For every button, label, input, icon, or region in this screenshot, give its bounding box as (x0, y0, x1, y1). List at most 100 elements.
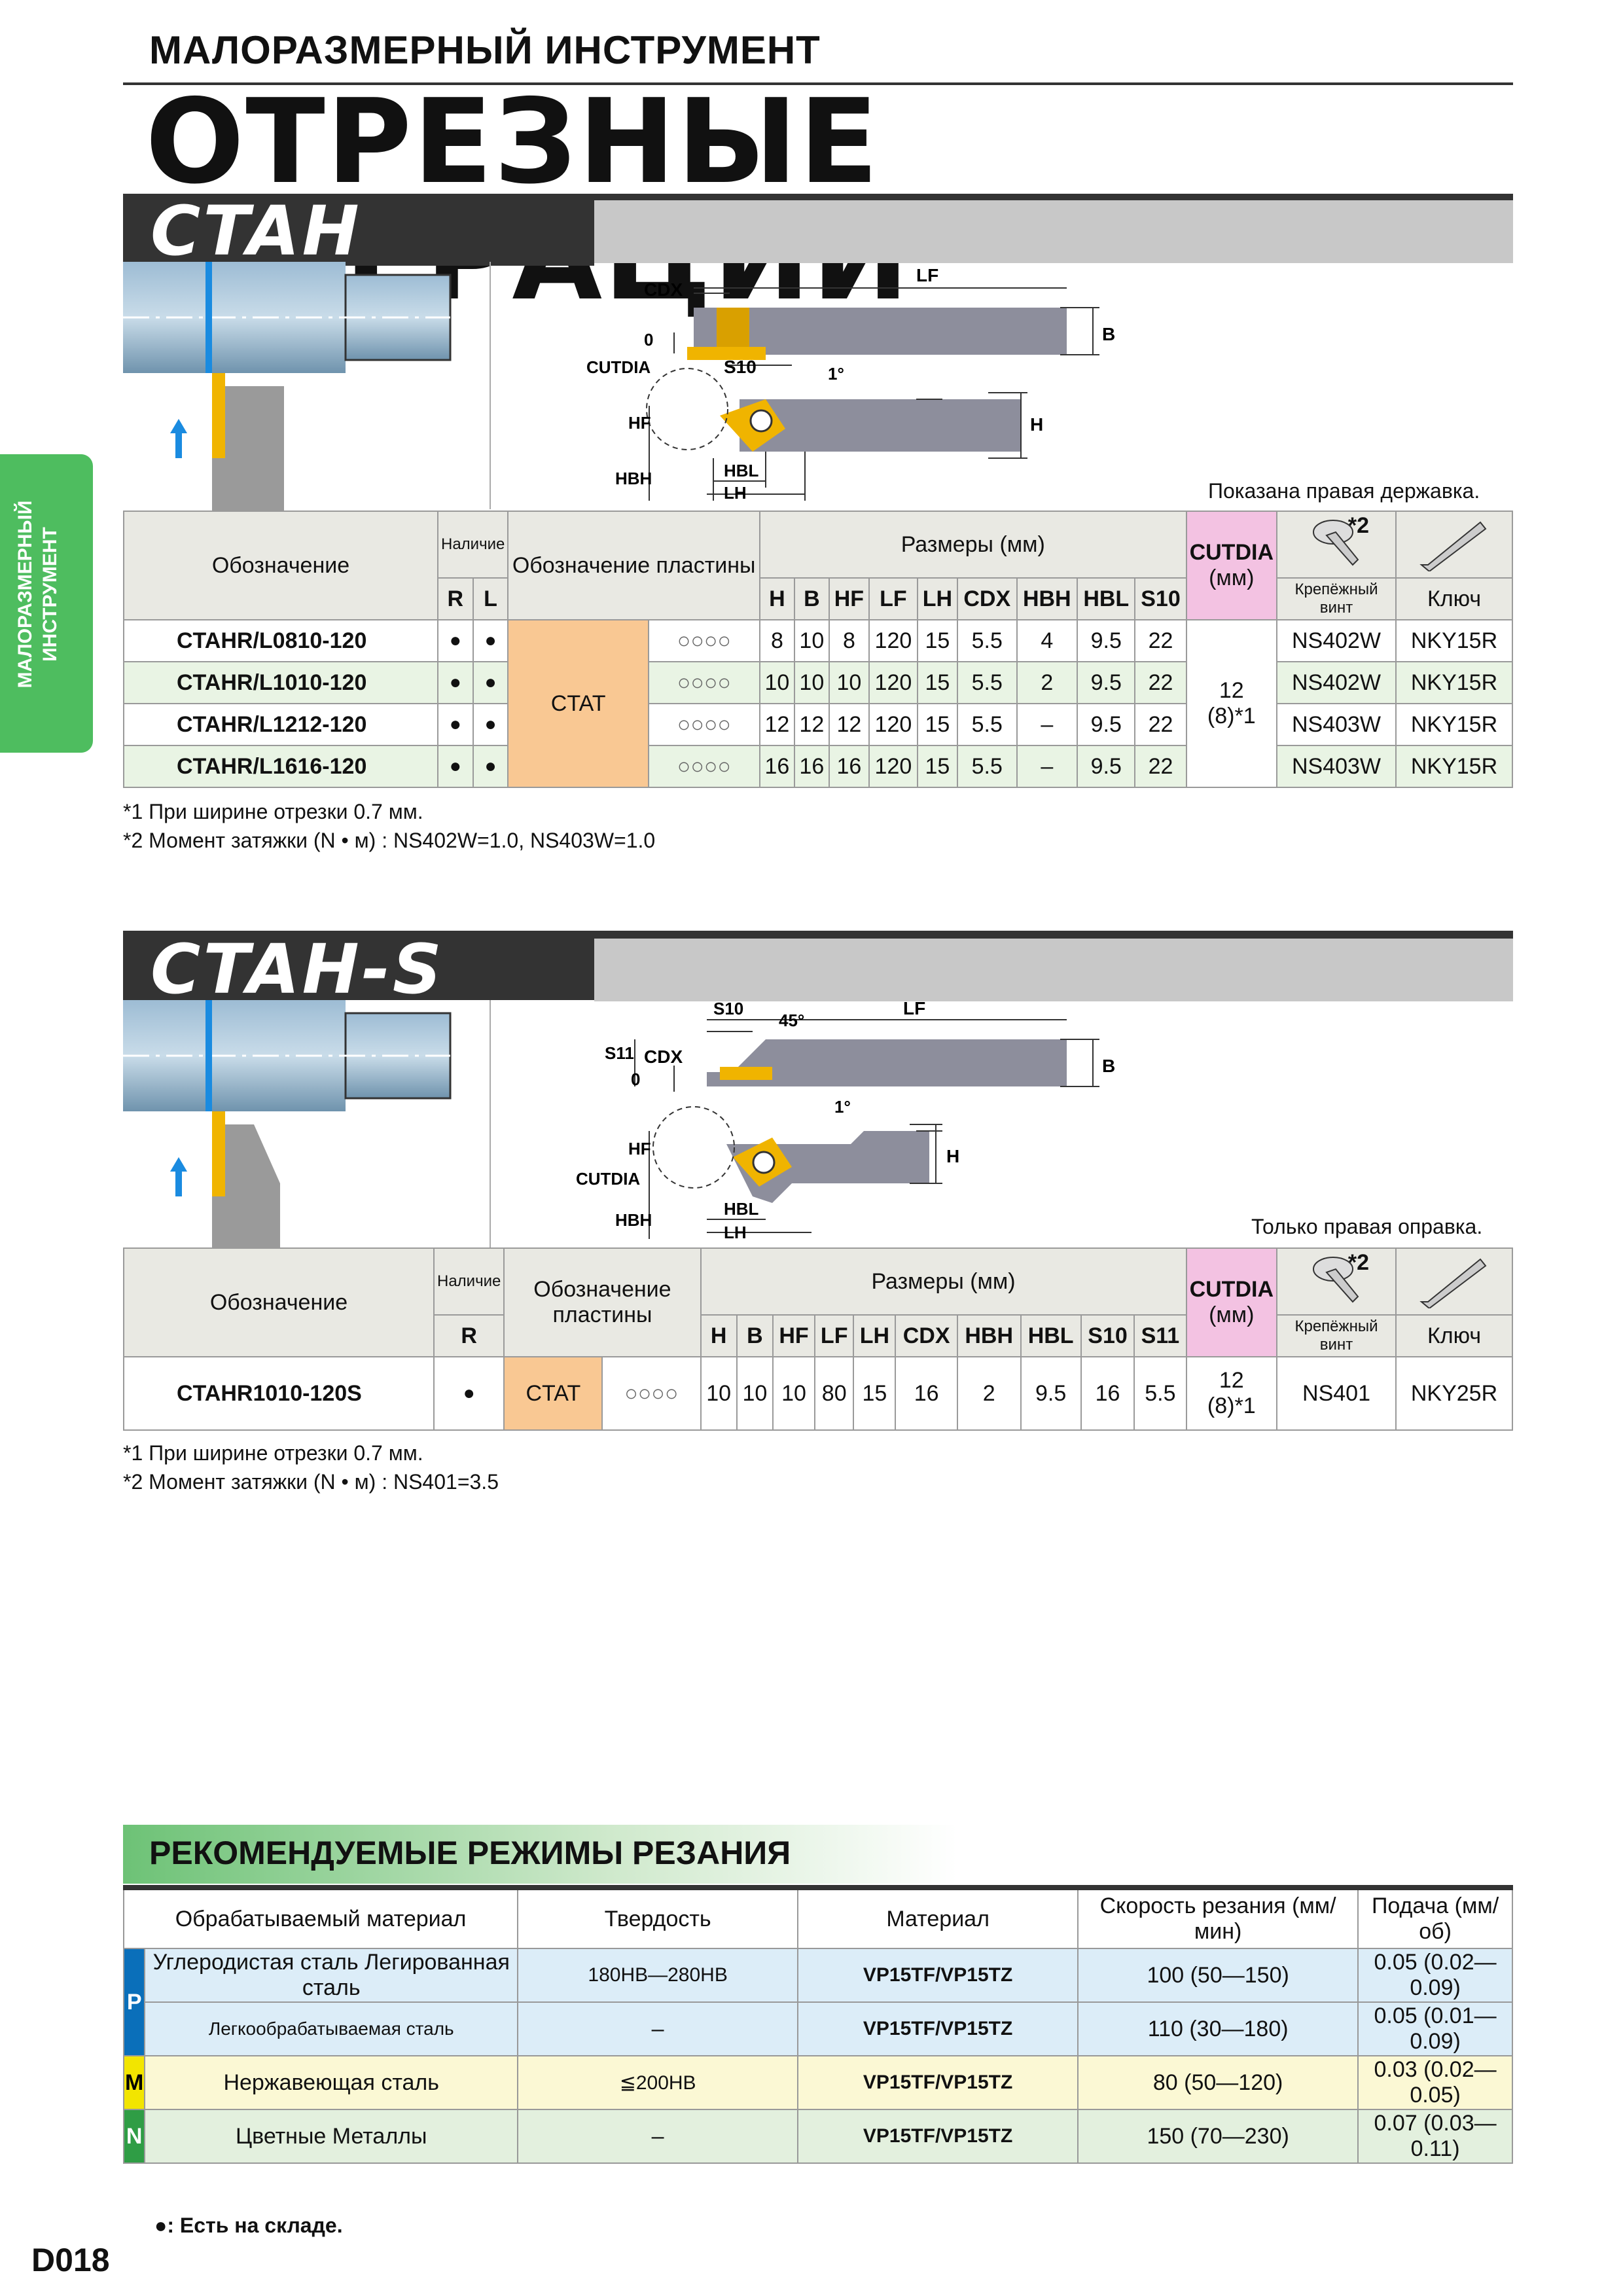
stock-legend: ●: Есть на складе. (154, 2214, 343, 2237)
ctah-footnote-1: *1 При ширине отрезки 0.7 мм. (123, 800, 423, 823)
ctah-note: Показана правая державка. (1208, 479, 1480, 503)
dim-label-lf: LF (903, 1000, 925, 1018)
dim-label-hbl: HBL (724, 1199, 759, 1219)
col-b: B (736, 1314, 774, 1357)
col-designation: Обозначение (123, 1247, 435, 1357)
col-cdx: CDX (895, 1314, 958, 1357)
col-hf: HF (828, 577, 870, 620)
group-n: N (122, 2109, 146, 2164)
col-s11: S11 (1133, 1314, 1187, 1357)
ctahs-dimension-diagram: S10 45° LF S11 CDX 0 B 1° HF CUTDIA H HB… (576, 1000, 1115, 1242)
ctahs-banner-fill (594, 939, 1513, 1001)
dim-label-hbh: HBH (615, 1210, 652, 1230)
col-designation: Обозначение (123, 511, 438, 620)
dim-label-cdx: CDX (644, 1047, 683, 1067)
ctah-banner-fill (594, 200, 1513, 263)
dim-label-cutdia: CUTDIA (586, 357, 651, 377)
col-dimensions: Размеры (мм) (700, 1247, 1187, 1316)
col-key: Ключ (1395, 1314, 1513, 1357)
ctahs-banner (123, 931, 594, 1000)
ctahs-note: Только правая оправка. (1251, 1215, 1483, 1238)
cutdia-value: 12(8)*1 (1185, 1356, 1278, 1431)
col-stock: Наличие (433, 1247, 505, 1316)
dim-label-lh: LH (724, 1223, 747, 1242)
col-feed: Подача (мм/об) (1357, 1885, 1513, 1949)
col-screw: Крепёжный винт (1276, 577, 1397, 620)
dim-label-s11: S11 (605, 1043, 634, 1063)
col-s10: S10 (1080, 1314, 1135, 1357)
dim-label-cdx: CDX (644, 279, 683, 300)
ctah-divider (490, 262, 491, 509)
ctahs-banner-rule (123, 931, 1513, 939)
col-insert: Обозначение пластины (503, 1247, 702, 1357)
table-row[interactable]: P Углеродистая сталь Легированная сталь … (122, 1948, 1513, 2056)
col-grade: Материал (797, 1885, 1079, 1949)
col-hbh: HBH (956, 1314, 1022, 1357)
table-row[interactable]: M Нержавеющая сталь ≦200HB VP15TF/VP15TZ… (122, 2055, 1513, 2110)
col-lh: LH (853, 1314, 897, 1357)
col-h: H (700, 1314, 738, 1357)
dim-label-h: H (1030, 414, 1043, 435)
ctah-spec-table: Обозначение Наличие Обозначение пластины… (123, 511, 1513, 788)
insert-icon: ○○○○ (601, 1356, 702, 1431)
ctahs-divider (490, 1000, 491, 1247)
ctah-dimension-diagram: CDX LF 0 B CUTDIA S10 1° HF H HBH HBL LH (586, 265, 1115, 503)
table-row[interactable]: N Цветные Металлы – VP15TF/VP15TZ 150 (7… (122, 2109, 1513, 2164)
dim-label-lf: LF (916, 265, 938, 285)
group-p: P (122, 1948, 146, 2056)
dim-label-hbl: HBL (724, 461, 759, 480)
page-number: D018 (31, 2242, 110, 2278)
col-key: Ключ (1395, 577, 1513, 620)
key-icon (1395, 511, 1513, 579)
col-hardness: Твердость (517, 1885, 799, 1949)
star2-marker: *2 (1347, 1250, 1369, 1275)
col-cutdia: CUTDIA(мм) (1185, 511, 1278, 620)
recommend-table: Обрабатываемый материал Твердость Матери… (122, 1885, 1513, 2164)
ctahs-banner-title: CTAH-S (151, 929, 444, 1009)
col-stock: Наличие (437, 511, 509, 579)
dim-label-s10: S10 (724, 357, 757, 377)
dim-label-zero: 0 (644, 330, 653, 350)
col-lh: LH (916, 577, 959, 620)
sidebar-tab[interactable] (0, 454, 93, 753)
dim-label-hf: HF (628, 1139, 651, 1158)
col-insert: Обозначение пластины (507, 511, 760, 620)
ctah-footnote-2: *2 Момент затяжки (N • м) : NS402W=1.0, … (123, 829, 656, 852)
table-row[interactable]: Легкообрабатываемая сталь – VP15TF/VP15T… (124, 2001, 1513, 2056)
col-h: H (758, 577, 795, 620)
col-hbl: HBL (1077, 577, 1136, 620)
insert-code: CTAT (507, 619, 649, 788)
dim-label-angle: 1° (828, 364, 844, 384)
col-lf: LF (813, 1314, 855, 1357)
dim-label-angle1: 1° (834, 1097, 851, 1117)
col-cutdia: CUTDIA(мм) (1185, 1247, 1278, 1357)
screw-icon: *2 (1276, 1247, 1397, 1316)
recommend-title: РЕКОМЕНДУЕМЫЕ РЕЖИМЫ РЕЗАНИЯ (149, 1835, 791, 1871)
group-m: M (122, 2055, 146, 2110)
col-s10: S10 (1134, 577, 1187, 620)
ctah-banner-title: CTAH (151, 191, 362, 271)
col-l: L (472, 577, 509, 620)
col-r: R (433, 1314, 505, 1357)
dim-label-b: B (1102, 324, 1115, 344)
col-material: Обрабатываемый материал (122, 1885, 519, 1949)
cutdia-value: 12(8)*1 (1185, 619, 1278, 788)
insert-icon: ○○○○ (647, 619, 760, 662)
dim-label-b: B (1102, 1056, 1115, 1076)
col-hbl: HBL (1020, 1314, 1082, 1357)
section-label: МАЛОРАЗМЕРНЫЙ ИНСТРУМЕНТ (149, 28, 821, 72)
col-dimensions: Размеры (мм) (758, 511, 1187, 579)
star2-marker: *2 (1347, 513, 1369, 538)
dim-label-hf: HF (628, 413, 651, 433)
col-r: R (437, 577, 474, 620)
col-speed: Скорость резания (мм/мин) (1077, 1885, 1359, 1949)
dim-label-cutdia: CUTDIA (576, 1169, 640, 1189)
dim-label-h: H (946, 1146, 959, 1166)
recommend-bar (123, 1825, 1513, 1884)
ctahs-spec-table: Обозначение Наличие Обозначение пластины… (123, 1247, 1513, 1431)
